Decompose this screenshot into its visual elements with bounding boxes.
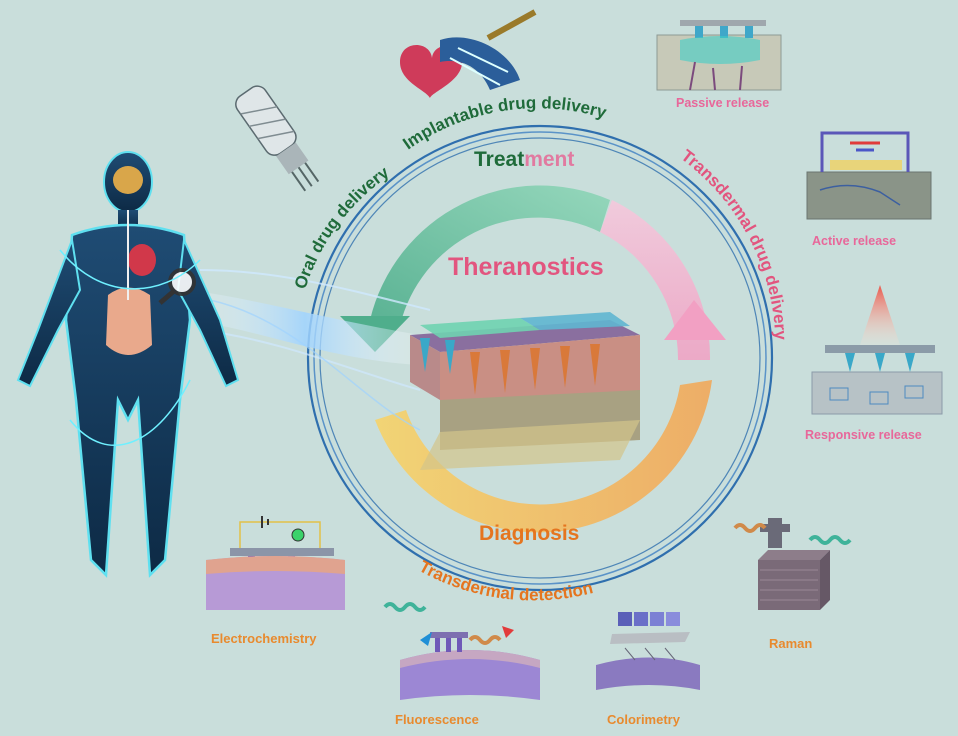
oral-drug-delivery-label: Oral drug delivery xyxy=(291,162,393,291)
colorimetry-image xyxy=(596,612,700,690)
human-body-icon xyxy=(16,151,240,578)
electrochemistry-label: Electrochemistry xyxy=(211,631,317,646)
treatment-label-part2: ment xyxy=(524,148,575,171)
fluorescence-image xyxy=(383,602,540,700)
treatment-label: Treatment xyxy=(474,148,574,172)
responsive-release-image xyxy=(811,285,943,415)
colorimetry-label: Colorimetry xyxy=(607,712,680,727)
theranostics-title: Theranostics xyxy=(448,253,604,281)
responsive-release-label: Responsive release xyxy=(805,428,922,442)
capsule-icon xyxy=(235,85,320,192)
raman-label: Raman xyxy=(769,636,813,651)
passive-release-image xyxy=(656,20,782,91)
electrochemistry-image xyxy=(206,516,345,610)
active-release-label: Active release xyxy=(812,234,897,248)
light-beams xyxy=(190,269,431,431)
heart-device-icon xyxy=(400,9,537,98)
raman-image xyxy=(733,518,852,610)
microneedle-patch-icon xyxy=(410,312,640,470)
diagnosis-label: Diagnosis xyxy=(479,522,580,545)
active-release-image xyxy=(806,131,932,220)
central-ring xyxy=(306,124,774,592)
fluorescence-label: Fluorescence xyxy=(395,712,479,727)
treatment-label-part1: Treat xyxy=(474,148,525,171)
implantable-drug-delivery-label: Implantable drug delivery xyxy=(399,93,609,153)
passive-release-label: Passive release xyxy=(676,96,770,110)
